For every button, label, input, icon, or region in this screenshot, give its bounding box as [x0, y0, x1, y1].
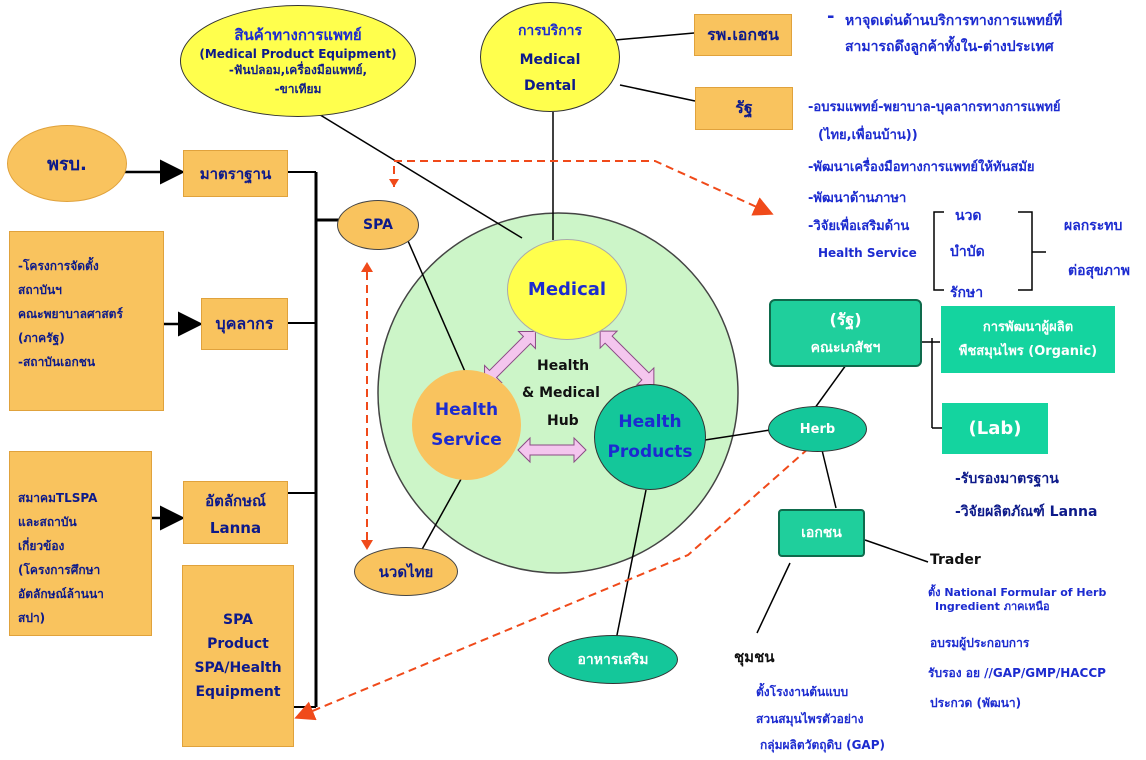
- supplement-ellipse: อาหารเสริม: [548, 635, 678, 684]
- state-box: รัฐ: [695, 87, 793, 130]
- identity-line2: Lanna: [209, 518, 262, 537]
- service-item-medical: Medical: [519, 52, 581, 68]
- association-box: สมาคมTLSPA และสถาบัน เกี่ยวข้อง (โครงการ…: [9, 451, 152, 636]
- spa-box-line3: SPA/Health: [194, 660, 282, 676]
- double-arrow-service-products: [517, 436, 587, 464]
- health-products-line1: Health: [618, 412, 682, 432]
- state-item-2: -พัฒนาเครื่องมือทางการแพทย์ให้ทันสมัย: [808, 160, 1035, 175]
- health-products-line2: Products: [607, 442, 693, 462]
- projects-line1: -โครงการจัดตั้ง: [18, 259, 99, 273]
- lab-box: (Lab): [942, 403, 1048, 454]
- private-box: เอกชน: [778, 509, 865, 557]
- health-service-line2: Service: [431, 430, 502, 450]
- service-ellipse: การบริการ Medical Dental: [480, 2, 620, 112]
- standard-box: มาตราฐาน: [183, 150, 288, 197]
- effect-bambat: บำบัด: [950, 244, 985, 260]
- projects-line4: (ภาครัฐ): [18, 331, 65, 345]
- highlight-dash: -: [827, 6, 835, 27]
- health-service-ellipse: Health Service: [412, 370, 521, 480]
- service-title: การบริการ: [517, 23, 583, 39]
- spa-box-line2: Product: [207, 636, 269, 652]
- product-title: สินค้าทางการแพทย์: [234, 26, 362, 44]
- spa-box-line1: SPA: [223, 612, 253, 628]
- private-hospital-box: รพ.เอกชน: [694, 14, 792, 56]
- state-item-4b: Health Service: [818, 246, 917, 260]
- medical-product-ellipse: สินค้าทางการแพทย์ (Medical Product Equip…: [180, 5, 416, 117]
- hub-center-line1: Health: [537, 358, 590, 374]
- faculty-box: (รัฐ) คณะเภสัชฯ: [769, 299, 922, 367]
- effects-bracket-right: [1018, 211, 1046, 291]
- organic-box: การพัฒนาผู้ผลิต พืชสมุนไพร (Organic): [941, 306, 1115, 373]
- health-service-line1: Health: [434, 400, 499, 420]
- projects-box: -โครงการจัดตั้ง สถาบันฯ คณะพยาบาลศาสตร์ …: [9, 231, 164, 411]
- association-line2: และสถาบัน: [18, 515, 77, 529]
- thai-massage-ellipse: นวดไทย: [354, 547, 458, 596]
- community-title: ชุมชน: [734, 648, 775, 666]
- spa-box-line4: Equipment: [195, 684, 281, 700]
- association-line3: เกี่ยวข้อง: [18, 539, 65, 553]
- effect-raksa: รักษา: [950, 285, 984, 301]
- trader-item-1a: ตั้ง National Formular of Herb: [928, 586, 1107, 599]
- projects-line2: สถาบันฯ: [18, 283, 62, 297]
- hub-center-line3: Hub: [547, 413, 579, 429]
- community-item-3: กลุ่มผลิตวัตถุดิบ (GAP): [760, 738, 885, 752]
- product-subtitle: (Medical Product Equipment): [199, 47, 397, 61]
- lab-item-2: -วิจัยผลิตภัณฑ์ Lanna: [955, 504, 1098, 520]
- association-line5: อัตลักษณ์ล้านนา: [18, 587, 104, 601]
- red-arrow-bottom: [294, 439, 819, 721]
- effect-impact-2: ต่อสุขภาพ: [1068, 263, 1130, 279]
- health-products-ellipse: Health Products: [594, 384, 706, 490]
- highlight-line2: สามารถดึงลูกค้าทั้งใน-ต่างประเทศ: [845, 39, 1054, 55]
- trader-item-1b: Ingredient ภาคเหนือ: [935, 600, 1050, 613]
- state-item-4: -วิจัยเพื่อเสริมด้าน: [808, 219, 910, 234]
- product-line2: -ขาเทียม: [274, 82, 322, 96]
- trader-item-2: อบรมผู้ประกอบการ: [930, 636, 1030, 650]
- effect-nuad: นวด: [955, 208, 982, 224]
- red-arrow-top: [393, 160, 774, 216]
- association-line1: สมาคมTLSPA: [18, 491, 98, 505]
- projects-line3: คณะพยาบาลศาสตร์: [18, 307, 123, 321]
- state-item-3: -พัฒนาด้านภาษา: [808, 191, 907, 206]
- effect-impact-1: ผลกระทบ: [1064, 218, 1123, 234]
- faculty-line2: คณะเภสัชฯ: [810, 339, 881, 356]
- trader-item-3: รับรอง อย //GAP/GMP/HACCP: [928, 666, 1106, 680]
- association-line6: สปา): [18, 611, 46, 625]
- spa-product-box: SPA Product SPA/Health Equipment: [182, 565, 294, 747]
- effects-bracket-left: [933, 211, 944, 291]
- faculty-line1: (รัฐ): [829, 309, 862, 329]
- spa-ellipse: SPA: [337, 200, 419, 250]
- herb-ellipse: Herb: [768, 406, 867, 452]
- association-line4: (โครงการศึกษา: [18, 563, 101, 577]
- trader-item-4: ประกวด (พัฒนา): [930, 696, 1022, 710]
- organic-line2: พืชสมุนไพร (Organic): [958, 343, 1098, 359]
- medical-ellipse: Medical: [507, 239, 627, 340]
- service-item-dental: Dental: [523, 78, 577, 94]
- product-line1: -ฟันปลอม,เครื่องมือแพทย์,: [228, 63, 368, 77]
- community-item-2: สวนสมุนไพรตัวอย่าง: [756, 712, 864, 726]
- personnel-box: บุคลากร: [201, 298, 288, 350]
- projects-line5: -สถาบันเอกชน: [18, 355, 96, 369]
- identity-line1: อัตลักษณ์: [205, 491, 266, 510]
- hub-center-line2: & Medical: [522, 385, 600, 401]
- state-item-1b: (ไทย,เพื่อนบ้าน)): [818, 128, 918, 143]
- state-item-1: -อบรมแพทย์-พยาบาล-บุคลากรทางการแพทย์: [808, 100, 1061, 115]
- trader-label: Trader: [930, 552, 981, 568]
- lab-item-1: -รับรองมาตรฐาน: [955, 471, 1059, 487]
- community-item-1: ตั้งโรงงานต้นแบบ: [756, 685, 849, 699]
- prb-ellipse: พรบ.: [7, 125, 127, 202]
- identity-box: อัตลักษณ์ Lanna: [183, 481, 288, 544]
- organic-line1: การพัฒนาผู้ผลิต: [982, 319, 1074, 335]
- highlight-line1: หาจุดเด่นด้านบริการทางการแพทย์ที่: [845, 13, 1063, 29]
